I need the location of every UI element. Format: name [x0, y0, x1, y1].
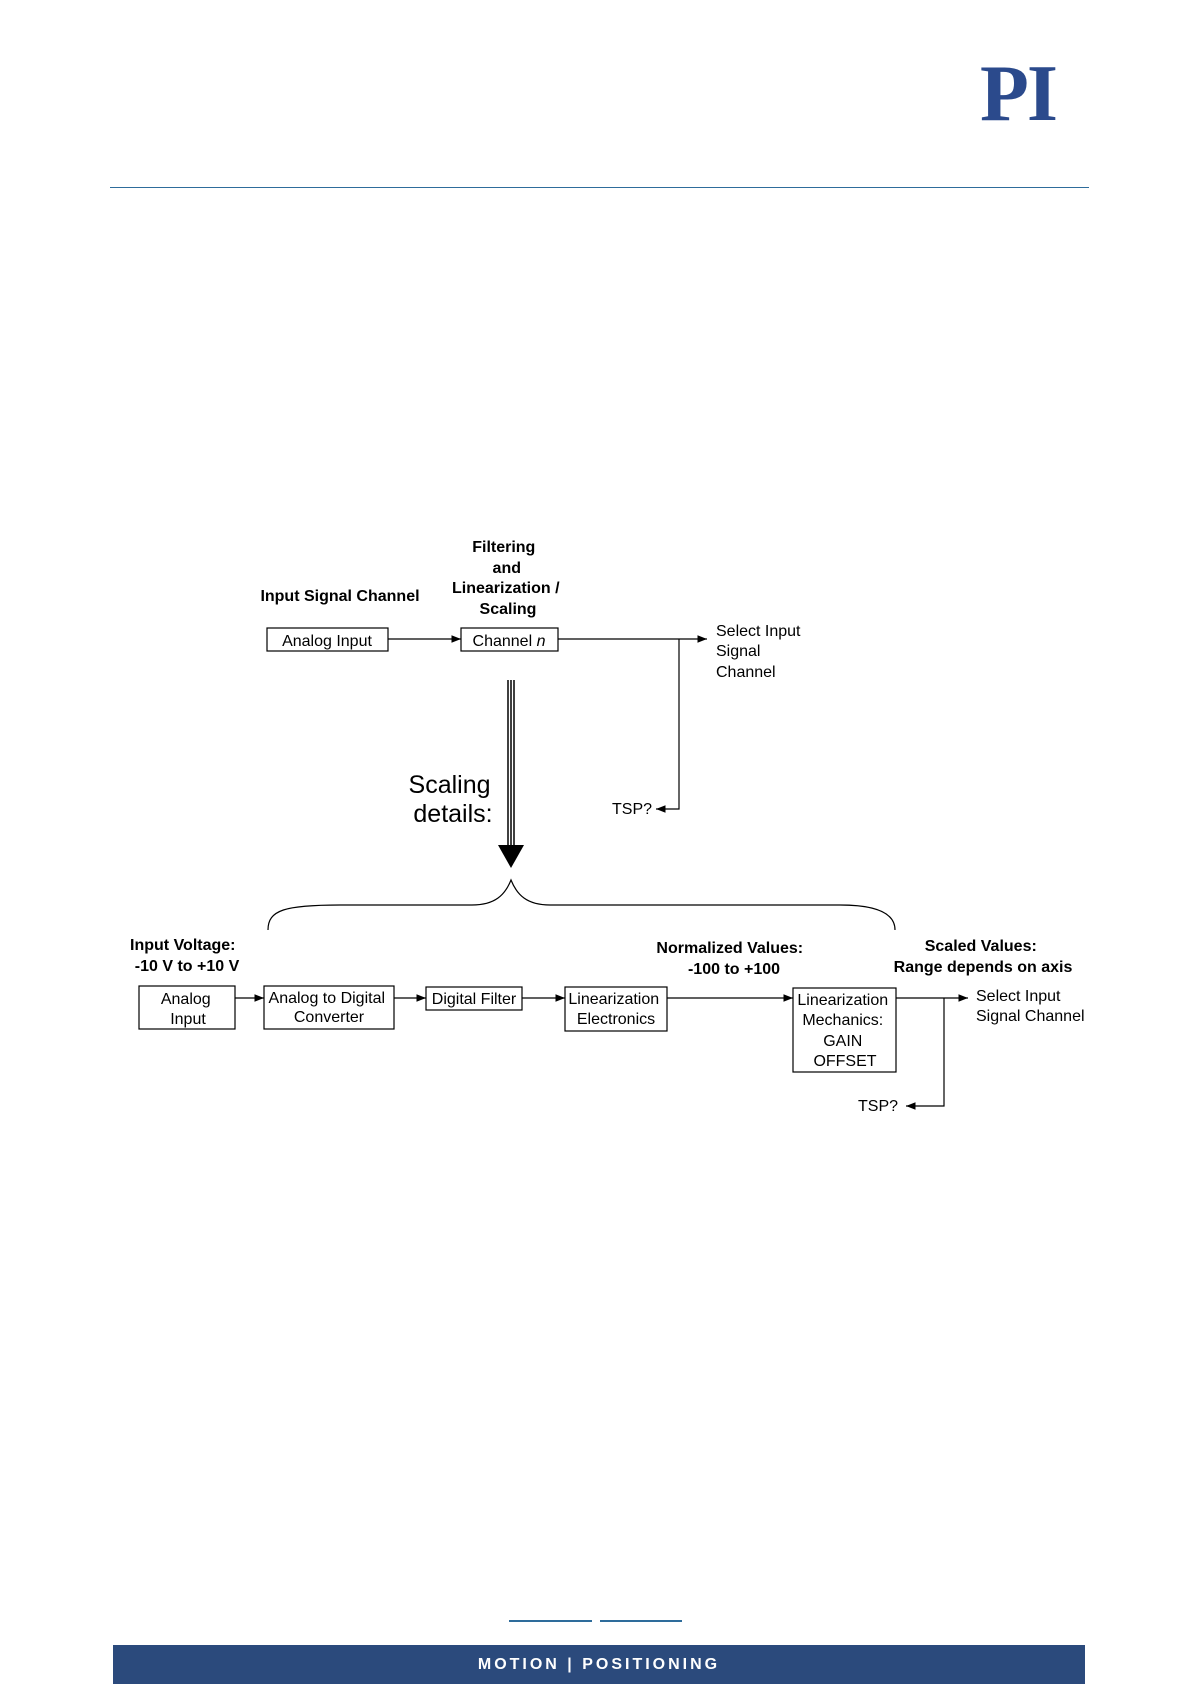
- input-signal-channel-label: Input Signal Channel: [260, 588, 419, 605]
- select-input-bottom-label: Select Input Signal Channel: [976, 988, 1085, 1025]
- channel-n-label: Channel n: [473, 633, 546, 650]
- scaled-values-label: Scaled Values: Range depends on axis: [894, 938, 1073, 976]
- select-input-top-label: Select Input Signal Channel: [716, 623, 805, 681]
- scaling-arrow-head: [498, 845, 524, 868]
- linearization-electronics-label: Linearization Electronics: [568, 991, 663, 1028]
- analog-input-bottom-label: Analog Input: [161, 991, 215, 1028]
- arrow-to-tsp-bottom: [906, 998, 945, 1110]
- digital-filter-label: Digital Filter: [432, 991, 517, 1008]
- analog-input-label: Analog Input: [282, 633, 372, 650]
- footer-link-underline-1: [509, 1620, 592, 1622]
- pi-logo: PI: [980, 50, 1058, 138]
- adc-label: Analog to Digital Converter: [269, 990, 390, 1026]
- footer-bar: MOTION | POSITIONING: [113, 1645, 1085, 1684]
- footer-tagline: MOTION | POSITIONING: [477, 1655, 721, 1673]
- scaling-details-label: Scaling details:: [409, 771, 498, 828]
- input-voltage-label: Input Voltage: -10 V to +10 V: [130, 937, 240, 975]
- footer-link-underline-2: [600, 1620, 682, 1622]
- linearization-mechanics-label: Linearization Mechanics: GAIN OFFSET: [797, 992, 892, 1070]
- header-rule: [110, 187, 1089, 188]
- analog-input-bottom-box: [138, 985, 236, 1030]
- arrow-to-tsp-top: [656, 639, 680, 813]
- adc-box: [263, 985, 395, 1030]
- linearization-electronics-box: [564, 986, 668, 1032]
- filtering-label: Filtering and Linearization / Scaling: [452, 539, 564, 618]
- linearization-mechanics-box: [792, 987, 897, 1073]
- tsp-top-label: TSP?: [612, 801, 652, 818]
- normalized-values-label: Normalized Values: -100 to +100: [656, 940, 807, 978]
- scaling-brace: [267, 878, 896, 931]
- tsp-bottom-label: TSP?: [858, 1098, 898, 1115]
